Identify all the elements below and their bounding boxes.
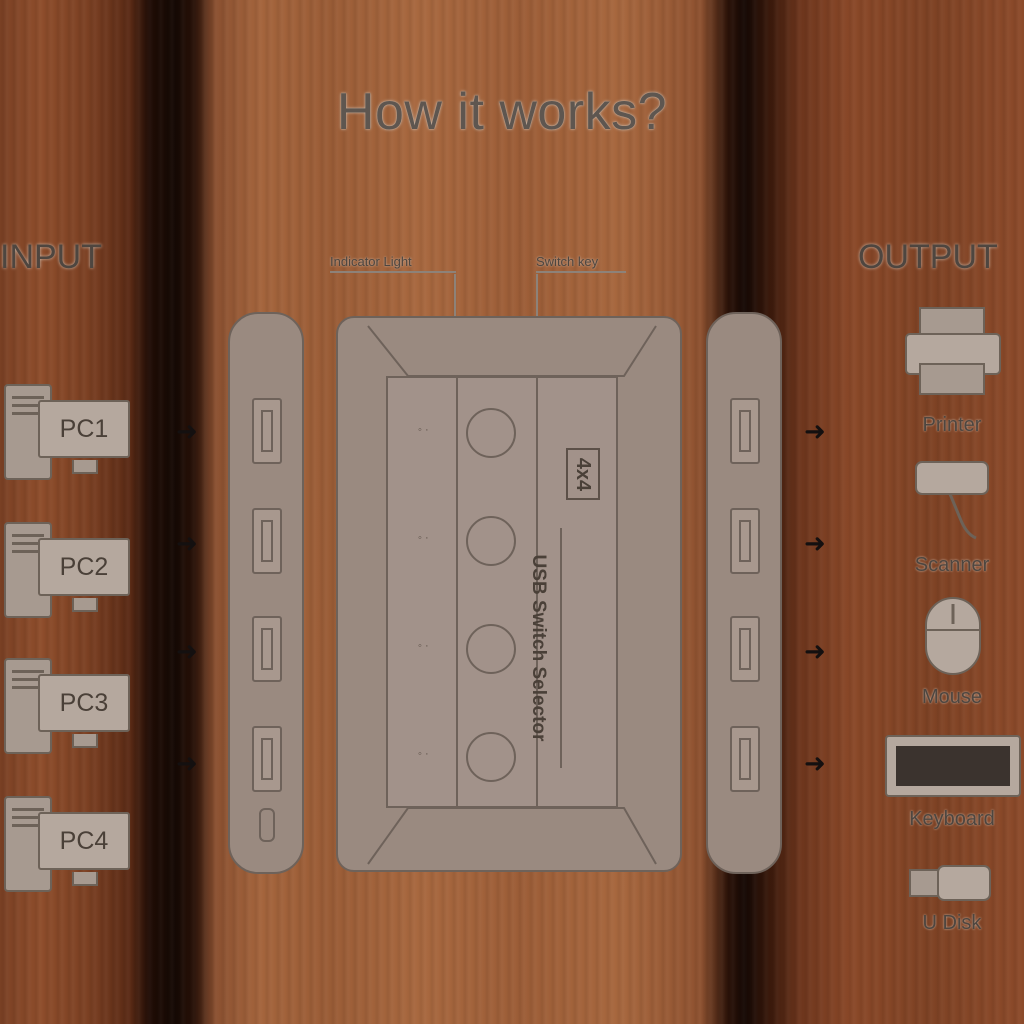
device-name: USB Switch Selector (528, 554, 549, 742)
device-label: Mouse (921, 686, 983, 708)
pc-1: PC1 (0, 384, 135, 484)
switch-button-1 (466, 408, 516, 458)
keyboard-icon (885, 735, 1021, 797)
pc-4: PC4 (0, 796, 135, 896)
pc-3: PC3 (0, 658, 135, 758)
switch-button-4 (466, 732, 516, 782)
arrow-right-icon: ➜ (176, 636, 198, 666)
switch-key-callout: Switch key (536, 254, 626, 273)
badge-text: 4x4 (572, 457, 595, 491)
output-u-disk: U Disk (880, 862, 1024, 972)
pc-label: PC1 (38, 400, 130, 458)
button-column (456, 376, 538, 808)
usb-port (730, 508, 760, 574)
pc-label: PC2 (38, 538, 130, 596)
indicator-light-icon: ◦ · (418, 748, 429, 760)
diagram-title: How it works? (336, 83, 668, 141)
indicator-light-icon: ◦ · (418, 532, 429, 544)
usb-port (252, 398, 282, 464)
monitor-stand (72, 872, 98, 886)
arrow-right-icon: ➜ (176, 748, 198, 778)
monitor-stand (72, 598, 98, 612)
usb-switch-device: ◦ · ◦ · ◦ · ◦ · 4x4 USB Switch Selector (336, 316, 682, 872)
switch-button-3 (466, 624, 516, 674)
usb-port (730, 398, 760, 464)
indicator-light-icon: ◦ · (418, 424, 429, 436)
arrow-right-icon: ➜ (176, 528, 198, 558)
output-port-panel (706, 312, 782, 874)
device-label: Keyboard (909, 808, 995, 830)
device-label: U Disk (922, 912, 982, 934)
model-badge: 4x4 (566, 448, 600, 500)
usb-port (730, 726, 760, 792)
scanner-icon (915, 461, 989, 540)
device-label: Printer (922, 414, 982, 436)
output-keyboard: Keyboard (880, 734, 1024, 844)
printer-icon (905, 307, 1001, 395)
output-mouse: Mouse (880, 594, 1024, 724)
label-divider (560, 528, 562, 768)
output-printer: Printer (880, 304, 1024, 444)
arrow-right-icon: ➜ (804, 528, 826, 558)
usb-disk-icon (909, 865, 991, 901)
arrow-right-icon: ➜ (804, 416, 826, 446)
output-scanner: Scanner (880, 458, 1024, 588)
indicator-light-callout: Indicator Light (330, 254, 456, 273)
monitor-stand (72, 460, 98, 474)
pc-label: PC4 (38, 812, 130, 870)
monitor-stand (72, 734, 98, 748)
type-c-port (259, 808, 275, 842)
arrow-right-icon: ➜ (804, 748, 826, 778)
arrow-right-icon: ➜ (804, 636, 826, 666)
usb-port (252, 726, 282, 792)
pc-label: PC3 (38, 674, 130, 732)
indicator-light-icon: ◦ · (418, 640, 429, 652)
arrow-right-icon: ➜ (176, 416, 198, 446)
mouse-icon (925, 597, 981, 675)
device-label: Scanner (914, 554, 990, 576)
output-label: OUTPUT (858, 238, 998, 276)
usb-port (252, 508, 282, 574)
usb-port (252, 616, 282, 682)
input-port-panel (228, 312, 304, 874)
input-label: INPUT (0, 238, 102, 276)
usb-port (730, 616, 760, 682)
pc-2: PC2 (0, 522, 135, 622)
switch-button-2 (466, 516, 516, 566)
